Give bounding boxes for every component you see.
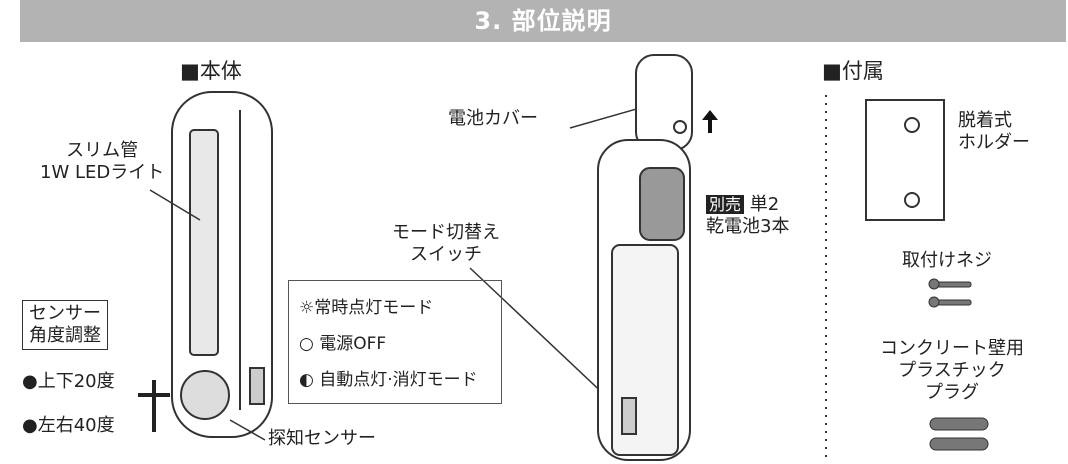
main-unit-illustration <box>171 91 273 438</box>
accessories-section-label: ■付属 <box>822 59 884 83</box>
vertical-angle-text: ●上下20度 <box>22 371 115 392</box>
mode-switch-label: モード切替え スイッチ <box>392 222 500 265</box>
screws-illustration <box>928 278 972 308</box>
up-arrow-icon <box>702 110 718 133</box>
battery-unit-illustration <box>597 54 693 461</box>
led-light-label: スリム管 1W LEDライト <box>40 140 165 183</box>
angle-arrows-icon <box>138 380 170 432</box>
battery-label: 別売 単2 乾電池3本 <box>706 194 790 237</box>
plugs-illustration <box>929 417 989 451</box>
screws-label: 取付けネジ <box>902 250 992 271</box>
battery-cover-label: 電池カバー <box>448 108 538 129</box>
mode-legend: ☼常時点灯モード ○ 電源OFF ◐ 自動点灯·消灯モード <box>288 280 502 404</box>
holder-label: 脱着式 ホルダー <box>958 110 1030 153</box>
main-unit-section-label: ■本体 <box>180 59 242 83</box>
horizontal-angle-text: ●左右40度 <box>22 415 115 436</box>
circle-icon: ○ <box>299 334 320 354</box>
sensor-angle-label: センサー 角度調整 <box>22 300 108 350</box>
detection-sensor-label: 探知センサー <box>268 428 376 449</box>
sold-separately-badge: 別売 <box>706 195 745 214</box>
plug-label: コンクリート壁用 プラスチック プラグ <box>880 338 1024 403</box>
holder-illustration <box>865 99 945 221</box>
section-header: 3. 部位説明 <box>20 0 1066 42</box>
sun-icon: ☼ <box>299 298 315 318</box>
half-circle-icon: ◐ <box>299 370 320 390</box>
